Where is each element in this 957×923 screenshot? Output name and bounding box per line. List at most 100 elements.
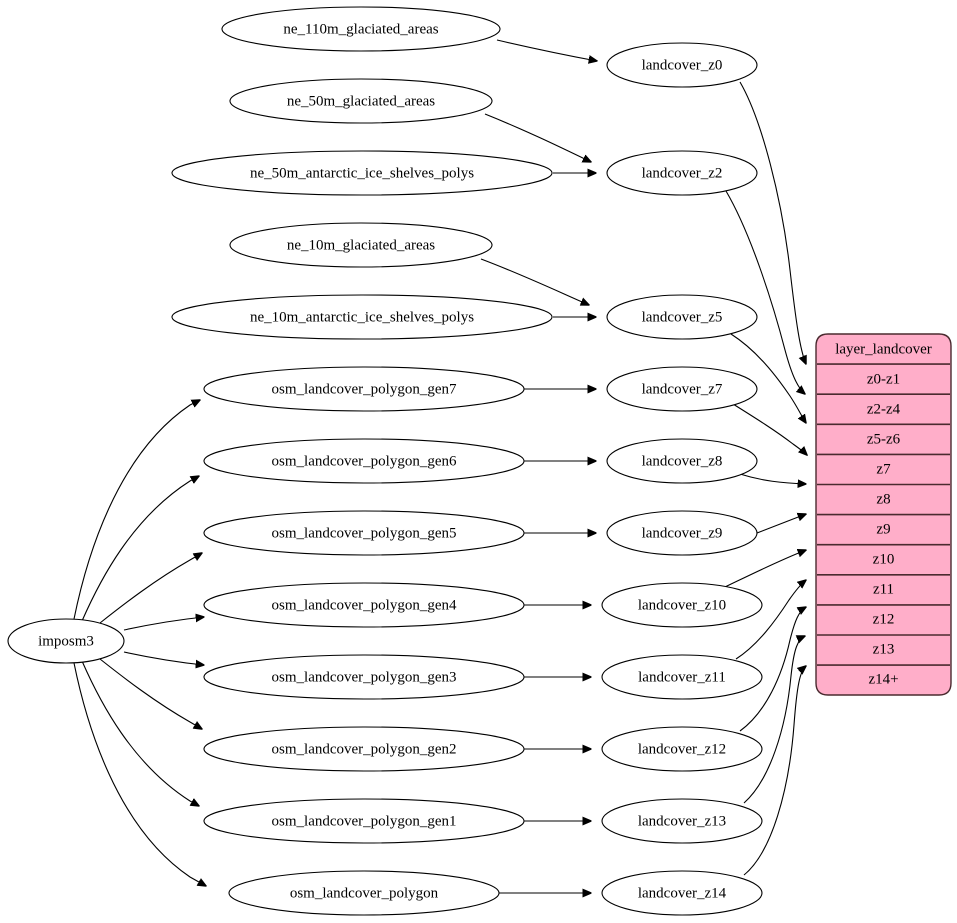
node-landcover_z5-shape[interactable] <box>606 294 758 340</box>
layer-table-row-z13-label: z13 <box>873 641 895 657</box>
edge-imposm3-to-osm_landcover_polygon_gen7 <box>73 400 200 620</box>
layer-table-row-z2-z4[interactable]: z2-z4 <box>817 401 950 426</box>
node-ne_50m_glaciated_areas-label: ne_50m_glaciated_areas <box>287 93 435 109</box>
node-landcover_z9[interactable]: landcover_z9 <box>606 510 758 556</box>
layer-landcover-table[interactable]: layer_landcover z0-z1 z2-z4 z5-z6 z7 z8 … <box>815 333 952 696</box>
node-landcover_z8-label: landcover_z8 <box>642 453 723 469</box>
node-landcover_z11[interactable]: landcover_z11 <box>601 654 763 700</box>
node-osm_landcover_polygon_gen5[interactable]: osm_landcover_polygon_gen5 <box>203 510 525 556</box>
edge-landcover_z11-to-row-z11 <box>735 580 806 660</box>
node-osm_landcover_polygon_gen4[interactable]: osm_landcover_polygon_gen4 <box>203 582 525 628</box>
node-ne_50m_antarctic_ice_shelves_polys-shape[interactable] <box>171 150 553 196</box>
node-landcover_z8[interactable]: landcover_z8 <box>606 438 758 484</box>
layer-table-row-z7[interactable]: z7 <box>817 461 950 486</box>
layer-table-row-z10[interactable]: z10 <box>817 551 950 576</box>
node-imposm3-shape[interactable] <box>7 618 125 664</box>
node-landcover_z10-shape[interactable] <box>601 582 763 628</box>
layer-table-row-z14plus[interactable]: z14+ <box>868 671 898 687</box>
layer-table-row-z0-z1-label: z0-z1 <box>867 371 900 387</box>
node-landcover_z5[interactable]: landcover_z5 <box>606 294 758 340</box>
node-osm_landcover_polygon_gen7[interactable]: osm_landcover_polygon_gen7 <box>203 366 525 412</box>
node-landcover_z9-label: landcover_z9 <box>642 525 723 541</box>
node-osm_landcover_polygon_gen3-label: osm_landcover_polygon_gen3 <box>272 669 457 685</box>
node-landcover_z14[interactable]: landcover_z14 <box>601 870 763 916</box>
edge-landcover_z13-to-row-z13 <box>743 636 805 804</box>
node-osm_landcover_polygon_gen7-shape[interactable] <box>203 366 525 412</box>
node-landcover_z12-shape[interactable] <box>601 726 763 772</box>
node-landcover_z7-shape[interactable] <box>606 366 758 412</box>
layer-table-row-z0-z1[interactable]: z0-z1 <box>817 371 950 396</box>
node-ne_50m_glaciated_areas[interactable]: ne_50m_glaciated_areas <box>229 78 493 124</box>
node-osm_landcover_polygon_gen4-label: osm_landcover_polygon_gen4 <box>272 597 457 613</box>
edge-landcover_z9-to-row-z9 <box>756 514 806 534</box>
node-landcover_z13[interactable]: landcover_z13 <box>601 798 763 844</box>
layer-table-row-z2-z4-label: z2-z4 <box>867 401 901 417</box>
node-landcover_z0-shape[interactable] <box>606 42 758 88</box>
edge-ne_50m_glaciated_areas-to-landcover_z2 <box>484 113 591 162</box>
node-osm_landcover_polygon_gen6[interactable]: osm_landcover_polygon_gen6 <box>203 438 525 484</box>
node-ne_110m_glaciated_areas-shape[interactable] <box>221 6 501 52</box>
node-landcover_z2[interactable]: landcover_z2 <box>606 150 758 196</box>
node-osm_landcover_polygon_gen1[interactable]: osm_landcover_polygon_gen1 <box>203 798 525 844</box>
node-ne_10m_glaciated_areas-shape[interactable] <box>229 222 493 268</box>
edges-layer <box>73 39 807 893</box>
layer-table-row-z8[interactable]: z8 <box>817 491 950 516</box>
layer-table-row-z12[interactable]: z12 <box>817 611 950 636</box>
edge-landcover_z5-to-row-z5-z6 <box>730 333 806 423</box>
node-landcover_z14-shape[interactable] <box>601 870 763 916</box>
layer-table-row-z5-z6-label: z5-z6 <box>867 431 901 447</box>
node-landcover_z2-label: landcover_z2 <box>642 165 723 181</box>
layer-table-row-z9[interactable]: z9 <box>817 521 950 546</box>
node-landcover_z8-shape[interactable] <box>606 438 758 484</box>
nodes-layer: imposm3 ne_110m_glaciated_areas ne_50m_g… <box>7 6 763 916</box>
node-landcover_z7[interactable]: landcover_z7 <box>606 366 758 412</box>
node-osm_landcover_polygon_gen4-shape[interactable] <box>203 582 525 628</box>
node-osm_landcover_polygon_gen3[interactable]: osm_landcover_polygon_gen3 <box>203 654 525 700</box>
node-osm_landcover_polygon-shape[interactable] <box>228 870 500 916</box>
layer-table-row-z5-z6[interactable]: z5-z6 <box>817 431 950 456</box>
node-ne_50m_antarctic_ice_shelves_polys-label: ne_50m_antarctic_ice_shelves_polys <box>250 165 474 181</box>
layer-table-row-z13[interactable]: z13 <box>817 641 950 666</box>
node-landcover_z10[interactable]: landcover_z10 <box>601 582 763 628</box>
edge-imposm3-to-osm_landcover_polygon <box>73 662 206 886</box>
node-osm_landcover_polygon_gen5-label: osm_landcover_polygon_gen5 <box>272 525 457 541</box>
edge-ne_10m_glaciated_areas-to-landcover_z5 <box>480 258 589 305</box>
edge-landcover_z8-to-row-z8 <box>739 473 806 484</box>
edge-landcover_z14-to-row-z14+ <box>743 666 806 876</box>
node-osm_landcover_polygon_gen6-label: osm_landcover_polygon_gen6 <box>272 453 457 469</box>
node-osm_landcover_polygon[interactable]: osm_landcover_polygon <box>228 870 500 916</box>
node-ne_10m_antarctic_ice_shelves_polys[interactable]: ne_10m_antarctic_ice_shelves_polys <box>171 294 553 340</box>
node-imposm3[interactable]: imposm3 <box>7 618 125 664</box>
edge-landcover_z7-to-row-z7 <box>732 403 807 455</box>
node-osm_landcover_polygon_gen6-shape[interactable] <box>203 438 525 484</box>
edge-imposm3-to-osm_landcover_polygon_gen1 <box>81 660 199 806</box>
node-landcover_z2-shape[interactable] <box>606 150 758 196</box>
layer-table-row-z8-label: z8 <box>876 491 890 507</box>
layer-table-header-row[interactable]: layer_landcover <box>817 341 950 365</box>
edge-imposm3-to-osm_landcover_polygon_gen5 <box>99 553 202 624</box>
node-ne_50m_antarctic_ice_shelves_polys[interactable]: ne_50m_antarctic_ice_shelves_polys <box>171 150 553 196</box>
node-osm_landcover_polygon_gen2[interactable]: osm_landcover_polygon_gen2 <box>203 726 525 772</box>
node-osm_landcover_polygon_gen1-shape[interactable] <box>203 798 525 844</box>
node-osm_landcover_polygon_gen5-shape[interactable] <box>203 510 525 556</box>
node-landcover_z12[interactable]: landcover_z12 <box>601 726 763 772</box>
node-ne_50m_glaciated_areas-shape[interactable] <box>229 78 493 124</box>
node-landcover_z9-shape[interactable] <box>606 510 758 556</box>
node-osm_landcover_polygon_gen2-label: osm_landcover_polygon_gen2 <box>272 741 457 757</box>
node-osm_landcover_polygon_gen7-label: osm_landcover_polygon_gen7 <box>272 381 457 397</box>
node-osm_landcover_polygon_gen2-shape[interactable] <box>203 726 525 772</box>
edge-landcover_z10-to-row-z10 <box>724 550 806 588</box>
node-landcover_z0[interactable]: landcover_z0 <box>606 42 758 88</box>
node-landcover_z11-shape[interactable] <box>601 654 763 700</box>
node-ne_110m_glaciated_areas[interactable]: ne_110m_glaciated_areas <box>221 6 501 52</box>
node-landcover_z13-shape[interactable] <box>601 798 763 844</box>
layer-table-row-z11[interactable]: z11 <box>817 581 950 606</box>
node-ne_10m_glaciated_areas[interactable]: ne_10m_glaciated_areas <box>229 222 493 268</box>
edge-ne_110m_glaciated_areas-to-landcover_z0 <box>496 39 597 61</box>
edge-landcover_z2-to-row-z2-z4 <box>725 190 805 394</box>
node-osm_landcover_polygon_gen3-shape[interactable] <box>203 654 525 700</box>
edge-landcover_z0-to-row-z0-z1 <box>739 81 806 364</box>
node-ne_10m_antarctic_ice_shelves_polys-shape[interactable] <box>171 294 553 340</box>
layer-table-row-z11-label: z11 <box>873 581 894 597</box>
edge-landcover_z12-to-row-z12 <box>739 607 806 732</box>
